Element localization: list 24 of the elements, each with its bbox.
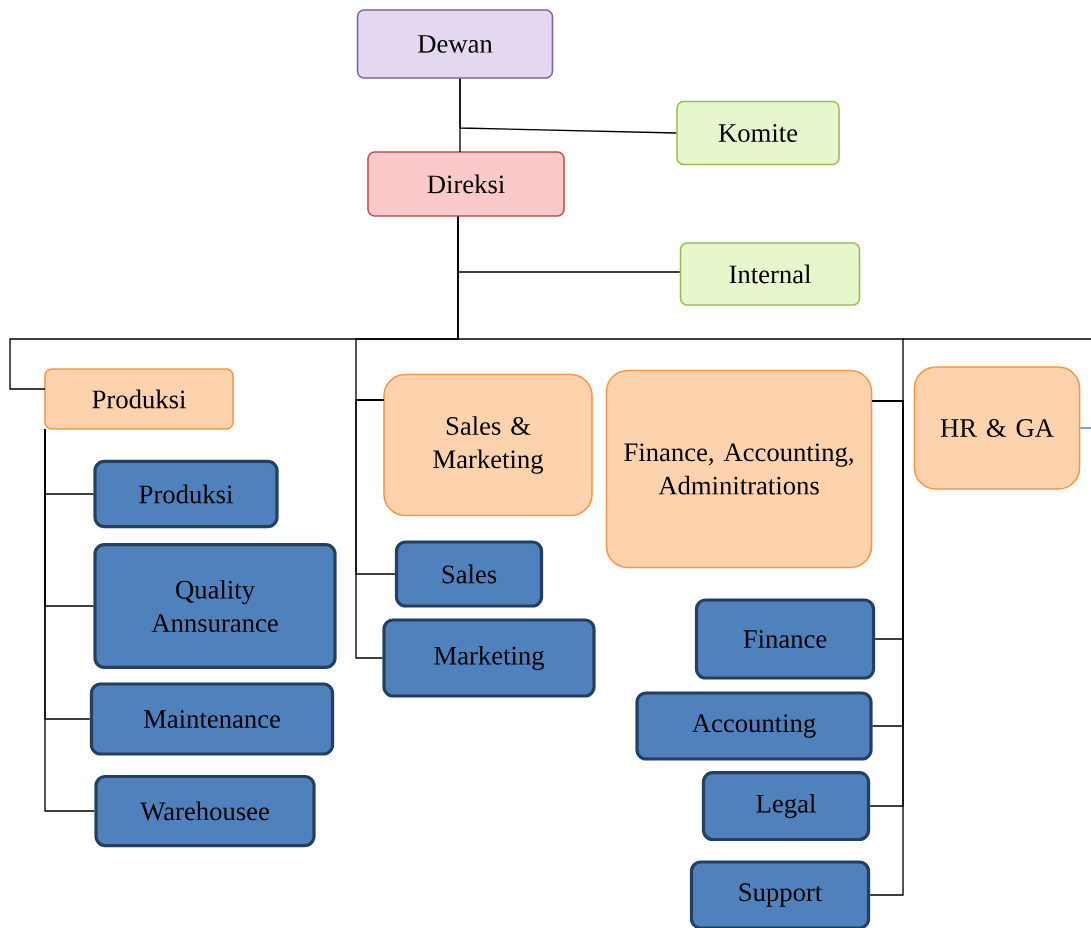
department-box: HR & GA (913, 366, 1081, 490)
unit-box: Support (689, 860, 871, 928)
connector-line (869, 400, 904, 896)
connector-line (44, 428, 96, 812)
unit-box: Accounting (635, 691, 873, 761)
unit-box: Quality Annsurance (93, 542, 337, 670)
side-box: Komite (676, 100, 840, 166)
connector-line (459, 78, 677, 134)
unit-box: Produksi (93, 459, 279, 529)
connector-line (355, 399, 385, 659)
connector-line (457, 216, 904, 402)
department-box: Produksi (44, 368, 234, 430)
connector-line (1079, 427, 1091, 429)
side-box: Internal (679, 242, 861, 306)
board-box: Dewan (356, 9, 554, 79)
unit-box: Sales (394, 540, 544, 608)
unit-box: Legal (701, 770, 871, 842)
unit-box: Marketing (382, 618, 596, 698)
unit-box: Finance (694, 598, 876, 680)
unit-box: Maintenance (89, 682, 335, 756)
department-box: Finance, Accounting, Adminitrations (605, 369, 873, 569)
department-box: Sales & Marketing (383, 373, 593, 517)
unit-box: Warehousee (94, 774, 316, 848)
director-box: Direksi (367, 151, 565, 217)
